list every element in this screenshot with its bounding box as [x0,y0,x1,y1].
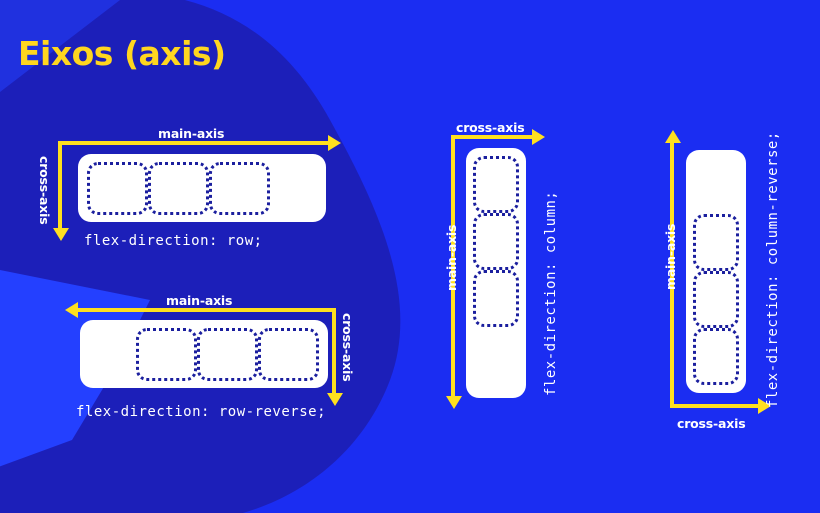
flex-container-row [78,154,326,222]
code-label-column-reverse: flex-direction: column-reverse; [765,131,781,408]
flex-item [473,156,519,213]
cross-axis-label-row: cross-axis [37,156,52,225]
flex-item [148,161,209,215]
main-axis-line-row-reverse [78,308,336,312]
flex-item [693,271,739,328]
main-axis-arrowhead-row [328,135,341,151]
code-label-row-reverse: flex-direction: row-reverse; [76,404,327,420]
cross-axis-line-column-reverse [670,404,760,408]
page-title: Eixos (axis) [18,34,226,73]
flex-item [136,327,197,381]
main-axis-arrowhead-column [446,396,462,409]
flex-item [473,213,519,270]
flex-item [197,327,258,381]
cross-axis-line-row [58,141,62,231]
main-axis-arrowhead-row-reverse [65,302,78,318]
corner-wedge-shape [0,0,120,92]
main-axis-label-column: main-axis [444,224,459,291]
main-axis-label-row: main-axis [158,126,225,141]
flex-item [693,328,739,385]
flex-item [87,161,148,215]
code-label-row: flex-direction: row; [84,233,263,249]
main-axis-line-row [58,141,330,145]
main-axis-label-column-reverse: main-axis [663,223,678,290]
main-axis-line-column [451,135,455,399]
cross-axis-label-row-reverse: cross-axis [340,313,355,382]
cross-axis-label-column-reverse: cross-axis [677,416,746,431]
cross-axis-line-column [451,135,534,139]
flex-item [258,327,319,381]
flex-item [693,214,739,271]
wedge-shape [0,270,150,467]
flex-container-column [466,148,526,398]
flex-item [209,161,270,215]
cross-axis-arrowhead-column-reverse [758,398,771,414]
main-axis-arrowhead-column-reverse [665,130,681,143]
code-label-column: flex-direction: column; [543,190,559,396]
cross-axis-arrowhead-column [532,129,545,145]
cross-axis-label-column: cross-axis [456,120,525,135]
cross-axis-arrowhead-row [53,228,69,241]
cross-axis-line-row-reverse [332,308,336,396]
main-axis-label-row-reverse: main-axis [166,293,233,308]
flex-container-row-reverse [80,320,328,388]
flex-item [473,270,519,327]
cross-axis-arrowhead-row-reverse [327,393,343,406]
main-axis-line-column-reverse [670,143,674,408]
flex-container-column-reverse [686,150,746,393]
